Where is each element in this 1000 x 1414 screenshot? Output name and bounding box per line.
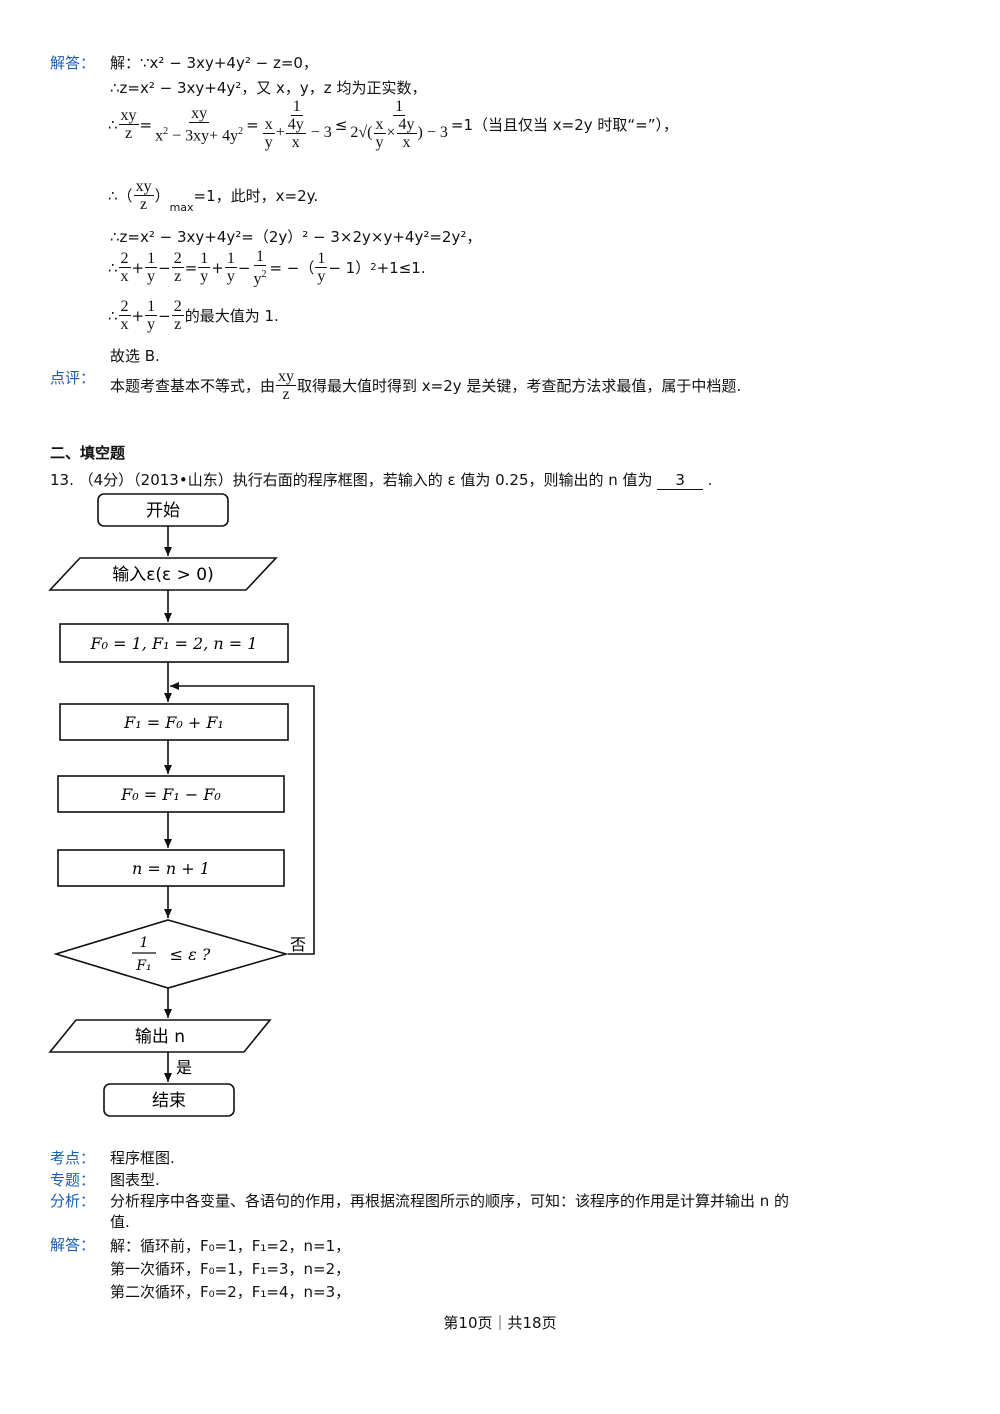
fenxi-label: 分析：	[50, 1192, 96, 1210]
solution-line-8: 故选 B.	[110, 347, 160, 365]
flow-init: F₀ = 1, F₁ = 2, n = 1	[59, 623, 289, 663]
kaodian-label: 考点：	[50, 1149, 96, 1167]
flow-condition: 1 F₁ ≤ ε ?	[53, 919, 289, 989]
flow-start: 开始	[97, 493, 229, 527]
flow-step-n: n = n + 1	[57, 849, 285, 887]
flowchart: 开始 输入ε(ε > 0) F₀ = 1, F₁ = 2, n = 1 F₁ =…	[48, 493, 315, 1117]
svg-text:结束: 结束	[152, 1091, 186, 1111]
flow-step-f0: F₀ = F₁ − F₀	[57, 775, 285, 813]
flow-end: 结束	[103, 1083, 235, 1117]
svg-text:≤ ε ?: ≤ ε ?	[170, 945, 211, 964]
question-13-text: 13. （4分）（2013•山东）执行右面的程序框图，若输入的 ε 值为 0.2…	[50, 471, 653, 489]
svg-text:F₀ = 1, F₁ = 2, n = 1: F₀ = 1, F₁ = 2, n = 1	[90, 634, 258, 653]
zhuanti-text: 图表型.	[110, 1171, 160, 1189]
solution-line-5: ∴z=x² − 3xy+4y²=（2y）² − 3×2y×y+4y²=2y²，	[110, 228, 482, 246]
page-footer: 第10页｜共18页	[443, 1314, 557, 1332]
jieda-label: 解答：	[50, 1236, 96, 1254]
fenxi-text-2: 值.	[110, 1213, 130, 1231]
svg-text:输入ε(ε > 0): 输入ε(ε > 0)	[112, 565, 214, 585]
jieda-text-2: 第一次循环，F₀=1，F₁=3，n=2，	[110, 1260, 351, 1278]
kaodian-text: 程序框图.	[110, 1149, 175, 1167]
flow-step-f1: F₁ = F₀ + F₁	[59, 703, 289, 741]
flow-output: 输出 n	[48, 1019, 272, 1053]
question-13: 13. （4分）（2013•山东）执行右面的程序框图，若输入的 ε 值为 0.2…	[50, 471, 713, 490]
jieda-text-1: 解：循环前，F₀=1，F₁=2，n=1，	[110, 1237, 351, 1255]
flow-no-label: 否	[290, 935, 306, 954]
answer-blank: 3	[657, 471, 703, 490]
answer-label: 解答：	[50, 54, 96, 72]
svg-text:F₁ = F₀ + F₁: F₁ = F₀ + F₁	[123, 713, 224, 732]
fenxi-text-1: 分析程序中各变量、各语句的作用，再根据流程图所示的顺序，可知：该程序的作用是计算…	[110, 1192, 790, 1210]
therefore-symbol: ∴	[108, 115, 118, 134]
svg-text:输出 n: 输出 n	[135, 1027, 185, 1047]
svg-text:1: 1	[140, 935, 149, 951]
flow-yes-label: 是	[176, 1058, 192, 1077]
comment-label: 点评：	[50, 369, 96, 387]
zhuanti-label: 专题：	[50, 1171, 96, 1189]
svg-text:F₁: F₁	[135, 958, 151, 974]
flow-input: 输入ε(ε > 0)	[48, 557, 278, 591]
solution-line-2: ∴z=x² − 3xy+4y²，又 x，y，z 均为正实数，	[110, 79, 427, 97]
svg-text:F₀ = F₁ − F₀: F₀ = F₁ − F₀	[120, 785, 221, 804]
svg-text:开始: 开始	[146, 501, 180, 521]
jieda-text-3: 第二次循环，F₀=2，F₁=4，n=3，	[110, 1283, 351, 1301]
section-heading: 二、填空题	[50, 444, 126, 462]
svg-text:n = n + 1: n = n + 1	[132, 859, 210, 878]
solution-line-1: 解：∵x² − 3xy+4y² − z=0，	[110, 54, 318, 72]
